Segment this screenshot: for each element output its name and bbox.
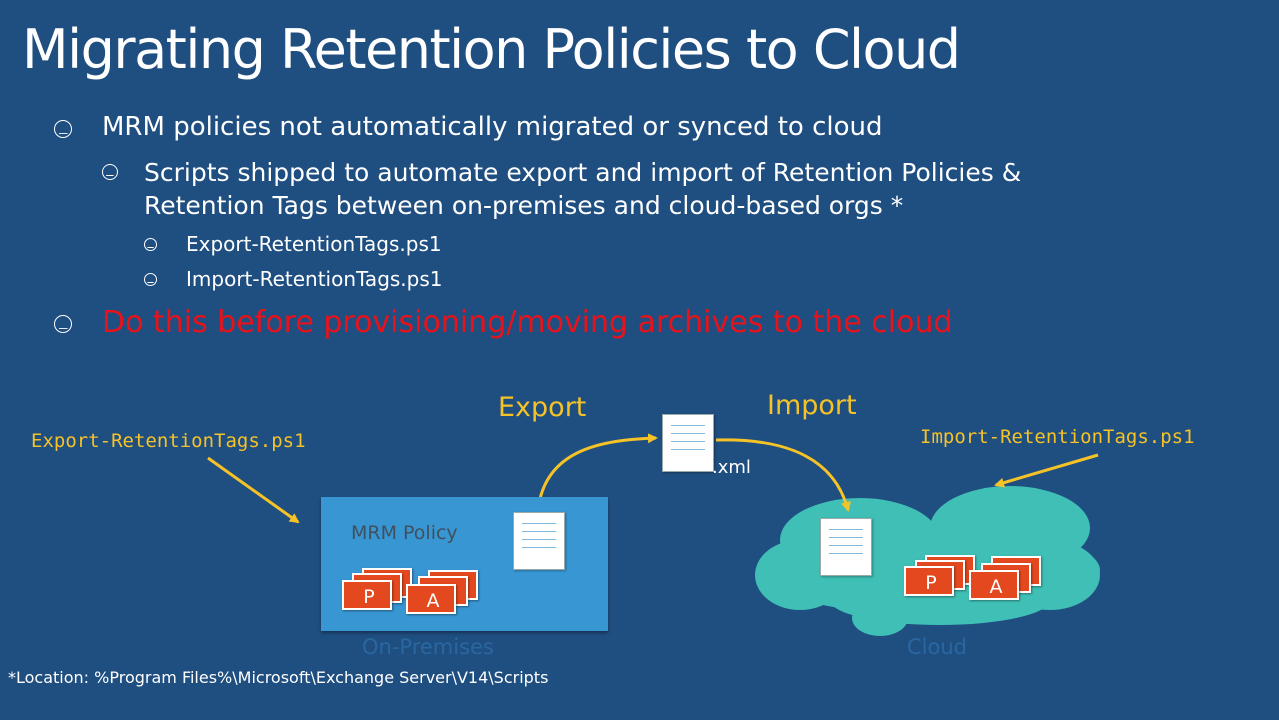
bullet-warning-text: Do this before provisioning/moving archi… <box>102 305 953 340</box>
bullet-icon <box>144 238 157 251</box>
export-arrow <box>536 433 658 511</box>
import-arrow <box>715 438 851 512</box>
bullet-text-line1: Scripts shipped to automate export and i… <box>144 158 1022 187</box>
cloud-shape <box>755 486 1100 636</box>
bullet-icon <box>144 273 157 286</box>
envelope-a-letter: A <box>426 590 440 612</box>
xml-label: .xml <box>712 457 751 478</box>
envelope-a-letter: A <box>989 576 1003 598</box>
on-premises-caption: On-Premises <box>362 635 494 659</box>
import-script-pointer <box>994 453 1099 488</box>
bullet-text: MRM policies not automatically migrated … <box>102 112 883 142</box>
bullet-text: Export-RetentionTags.ps1 <box>186 232 442 256</box>
bullet-icon <box>54 120 72 138</box>
envelope-a-icon: A <box>969 570 1019 600</box>
mrm-policy-label: MRM Policy <box>351 522 458 544</box>
export-script-label: Export-RetentionTags.ps1 <box>31 430 306 452</box>
import-label: Import <box>767 390 857 421</box>
cloud-caption: Cloud <box>907 635 967 659</box>
bullet-text: Import-RetentionTags.ps1 <box>186 267 443 291</box>
bullet-text-line2: Retention Tags between on-premises and c… <box>144 191 904 220</box>
bullet-icon <box>102 164 118 180</box>
envelope-p-letter: P <box>363 586 375 608</box>
envelope-p-icon: P <box>342 580 392 610</box>
footnote-location: *Location: %Program Files%\Microsoft\Exc… <box>8 668 549 687</box>
envelope-a-icon: A <box>406 584 456 614</box>
cloud-document-icon <box>820 518 872 576</box>
envelope-p-icon: P <box>904 566 954 596</box>
xml-document-icon <box>662 414 714 472</box>
export-label: Export <box>498 392 587 423</box>
bullet-icon <box>54 315 72 333</box>
envelope-p-letter: P <box>925 572 937 594</box>
onprem-document-icon <box>513 512 565 570</box>
slide-title: Migrating Retention Policies to Cloud <box>22 18 961 81</box>
export-script-pointer <box>207 456 300 524</box>
import-script-label: Import-RetentionTags.ps1 <box>920 426 1195 448</box>
